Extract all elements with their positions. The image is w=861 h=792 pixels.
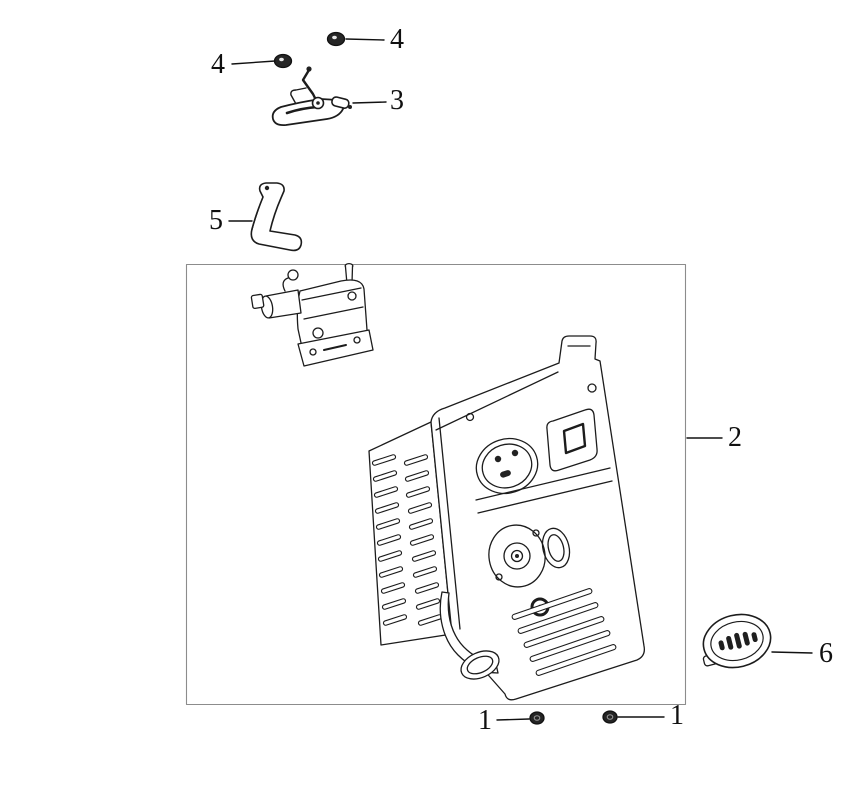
part-label-5: 5 — [209, 205, 223, 236]
square-socket-opening — [562, 422, 587, 455]
assembly-boundary-box — [185, 263, 687, 706]
leader-3 — [352, 101, 387, 104]
leader-lines — [228, 38, 813, 721]
support-bracket-drawing — [250, 182, 303, 252]
part-label-4-top: 4 — [390, 24, 404, 55]
square-socket-outline — [546, 408, 598, 472]
access-cap-drawing — [702, 613, 772, 669]
outlet-pipe-mouth — [460, 650, 500, 680]
part-label-3: 3 — [390, 85, 404, 116]
panel-bend-line — [438, 417, 461, 630]
leader-4-left — [231, 60, 276, 65]
part-label-4-left: 4 — [211, 49, 225, 80]
bolt-right-icon — [602, 710, 618, 724]
leader-1-left — [496, 718, 530, 721]
fuel-valve-assembly-drawing — [250, 262, 374, 367]
center-dial-outer — [488, 524, 546, 588]
part-label-2: 2 — [728, 422, 742, 453]
round-receptacle-face — [481, 443, 533, 489]
panel-screw-hole — [587, 383, 597, 393]
panel-screw-hole — [465, 412, 475, 422]
grommet-top-icon — [326, 31, 346, 47]
leader-4-top — [345, 38, 385, 41]
bolt-left-icon — [529, 711, 545, 725]
part-label-6: 6 — [819, 638, 833, 669]
part-label-1-left: 1 — [478, 705, 492, 736]
grommet-left-icon — [273, 53, 293, 69]
round-receptacle-ring — [475, 437, 539, 495]
leader-6 — [771, 651, 813, 654]
control-panel-drawing — [368, 335, 645, 701]
panel-top-fold-line — [435, 371, 559, 431]
part-label-1-right: 1 — [670, 700, 684, 731]
choke-lever-assembly-drawing — [271, 66, 352, 127]
